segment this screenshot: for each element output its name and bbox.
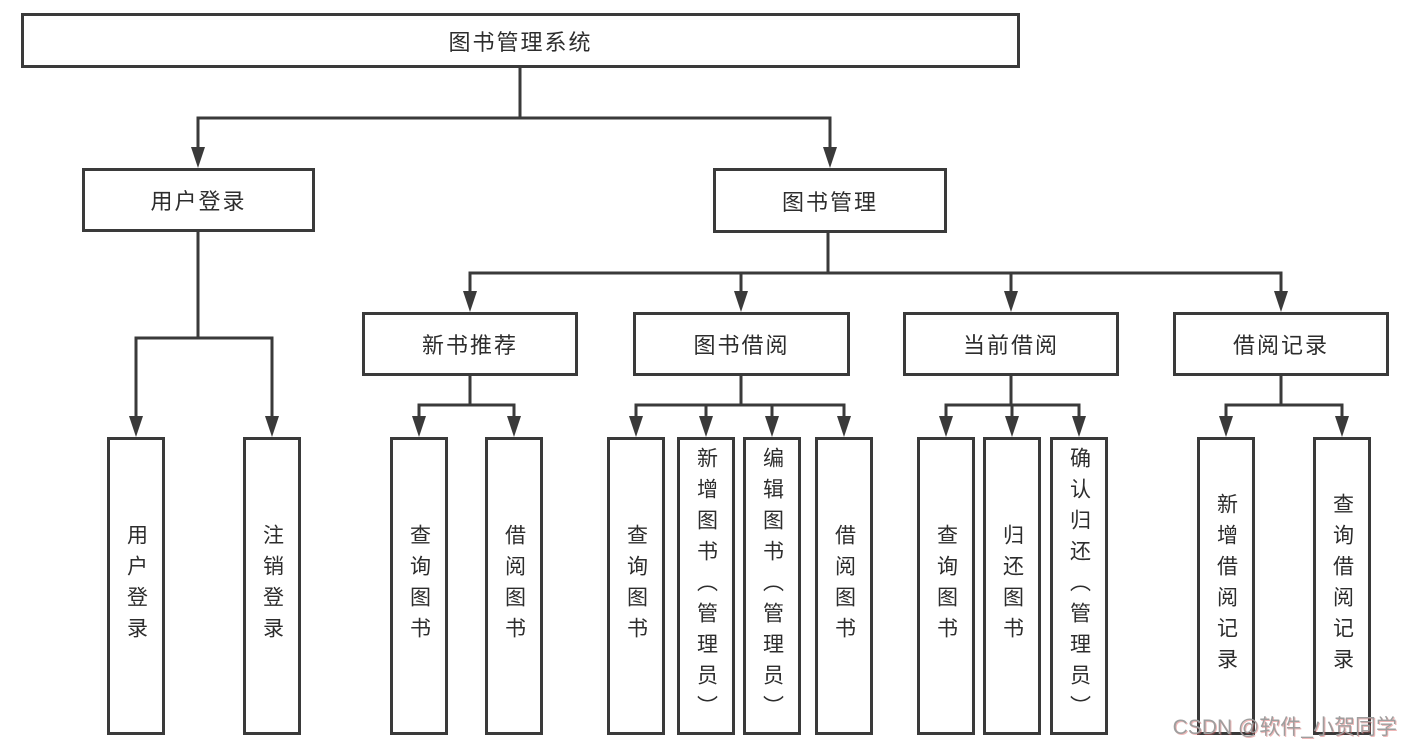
connectors-book-borrow xyxy=(629,376,851,437)
leaf-nbr-borrow-books-label: 借阅图书 xyxy=(502,524,526,648)
leaf-cb-query-books: 查询图书 xyxy=(917,437,975,735)
leaf-user-login: 用户登录 xyxy=(107,437,165,735)
leaf-logout-label: 注销登录 xyxy=(260,524,284,648)
leaf-bb-borrow-books: 借阅图书 xyxy=(815,437,873,735)
connectors-new-book-rec xyxy=(412,376,521,437)
node-borrow-records: 借阅记录 xyxy=(1173,312,1389,376)
node-root: 图书管理系统 xyxy=(21,13,1020,68)
node-book-borrow-label: 图书借阅 xyxy=(693,333,790,358)
leaf-bb-edit-books-admin: 编辑图书（管理员） xyxy=(743,437,801,735)
leaf-cb-return-books: 归还图书 xyxy=(983,437,1041,735)
leaf-bb-query-books: 查询图书 xyxy=(607,437,665,735)
leaf-cb-confirm-return-admin: 确认归还（管理员） xyxy=(1050,437,1108,735)
leaf-cb-query-books-label: 查询图书 xyxy=(934,524,958,648)
node-book-borrow: 图书借阅 xyxy=(633,312,850,376)
node-book-management-label: 图书管理 xyxy=(781,189,878,215)
leaf-bb-add-books-admin: 新增图书（管理员） xyxy=(677,437,735,735)
node-current-borrow-label: 当前借阅 xyxy=(962,333,1059,358)
connectors-borrow-records xyxy=(1219,376,1349,437)
leaf-br-add-record-label: 新增借阅记录 xyxy=(1214,493,1238,679)
leaf-logout: 注销登录 xyxy=(243,437,301,735)
leaf-nbr-query-books: 查询图书 xyxy=(390,437,448,735)
leaf-cb-confirm-return-admin-label: 确认归还（管理员） xyxy=(1067,446,1091,726)
leaf-bb-add-books-admin-label: 新增图书（管理员） xyxy=(694,446,718,726)
node-new-book-rec: 新书推荐 xyxy=(362,312,578,376)
node-book-management: 图书管理 xyxy=(713,168,947,233)
leaf-bb-borrow-books-label: 借阅图书 xyxy=(832,524,856,648)
leaf-bb-edit-books-admin-label: 编辑图书（管理员） xyxy=(760,446,784,726)
leaf-br-query-record-label: 查询借阅记录 xyxy=(1330,493,1354,679)
leaf-bb-query-books-label: 查询图书 xyxy=(624,524,648,648)
connectors-user-login-branch xyxy=(129,232,279,437)
connectors-current-borrow xyxy=(939,376,1086,437)
leaf-nbr-borrow-books: 借阅图书 xyxy=(485,437,543,735)
leaf-cb-return-books-label: 归还图书 xyxy=(1000,524,1024,648)
node-user-login-branch: 用户登录 xyxy=(82,168,315,232)
connectors-root xyxy=(191,68,837,168)
node-root-label: 图书管理系统 xyxy=(448,29,593,55)
csdn-watermark: CSDN @软件_小贺同学 xyxy=(1172,716,1397,739)
node-borrow-records-label: 借阅记录 xyxy=(1232,333,1329,358)
leaf-user-login-label: 用户登录 xyxy=(124,524,148,648)
node-new-book-rec-label: 新书推荐 xyxy=(421,333,518,358)
node-current-borrow: 当前借阅 xyxy=(903,312,1119,376)
leaf-br-add-record: 新增借阅记录 xyxy=(1197,437,1255,735)
leaf-nbr-query-books-label: 查询图书 xyxy=(407,524,431,648)
leaf-br-query-record: 查询借阅记录 xyxy=(1313,437,1371,735)
connectors-book-management-branch xyxy=(463,233,1288,312)
node-user-login-branch-label: 用户登录 xyxy=(150,189,247,214)
